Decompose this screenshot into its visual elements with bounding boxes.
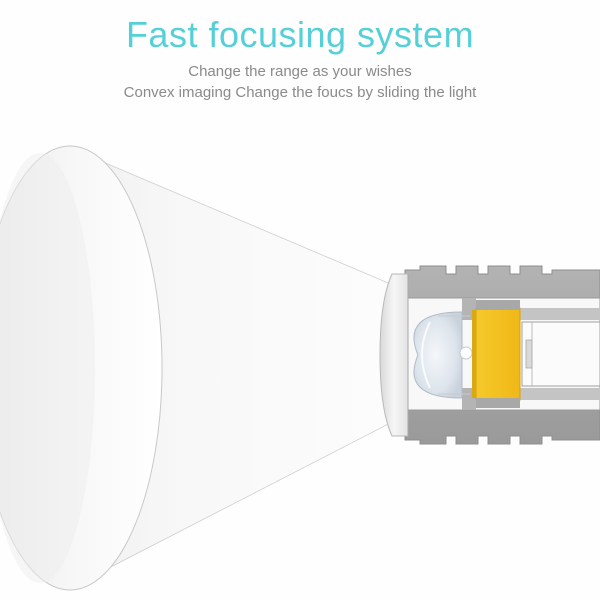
light-beam-icon	[69, 147, 401, 589]
subheading-convex: Convex imaging Change the foucs by slidi…	[123, 84, 477, 101]
subheading-range: Change the range as your wishes	[188, 63, 412, 80]
led-chip-icon	[472, 300, 521, 408]
convex-lens-icon	[413, 311, 473, 399]
light-spot	[0, 145, 163, 591]
headline: Fast focusing system	[125, 14, 475, 55]
bezel-cap	[379, 273, 409, 437]
